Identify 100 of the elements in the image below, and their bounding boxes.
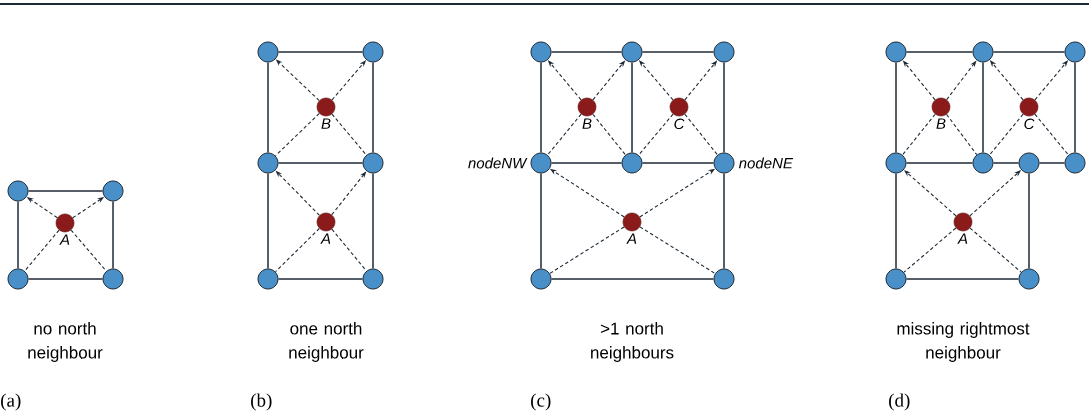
grid-node-circle bbox=[7, 268, 29, 290]
grid-line bbox=[723, 61, 725, 154]
grid-line bbox=[905, 51, 974, 53]
inner-node-circle bbox=[931, 97, 951, 117]
grid-line bbox=[992, 51, 1066, 53]
inner-node-circle bbox=[953, 212, 973, 232]
grid-line bbox=[27, 190, 104, 192]
grid-line bbox=[550, 51, 623, 53]
panel-tag: (c) bbox=[531, 393, 551, 411]
grid-line bbox=[641, 162, 715, 164]
grid-node-circle bbox=[102, 268, 124, 290]
dashed-line bbox=[1034, 113, 1069, 156]
grid-line bbox=[267, 172, 269, 270]
grid-node-circle bbox=[7, 180, 29, 202]
grid-line bbox=[372, 172, 374, 270]
node-label: B bbox=[321, 118, 331, 129]
grid-line bbox=[277, 278, 364, 280]
dashed-line bbox=[275, 112, 320, 157]
grid-line bbox=[540, 172, 542, 270]
inner-node-circle bbox=[577, 97, 597, 117]
grid-line bbox=[550, 162, 623, 164]
grid-node-circle bbox=[713, 268, 735, 290]
grid-line bbox=[550, 278, 715, 280]
node-label: C bbox=[674, 118, 685, 130]
dashed-line bbox=[549, 226, 625, 274]
caption: one north neighbour bbox=[289, 322, 364, 362]
grid-node-circle bbox=[530, 41, 552, 63]
grid-line bbox=[641, 51, 715, 53]
caption: >1 north neighbours bbox=[591, 322, 674, 362]
grid-node-circle bbox=[257, 268, 279, 290]
grid-line bbox=[277, 162, 364, 164]
grid-node-circle bbox=[102, 180, 124, 202]
caption: no north neighbour bbox=[28, 322, 103, 362]
dashed-line bbox=[946, 113, 978, 156]
node-label: A bbox=[59, 234, 70, 245]
dashed-line bbox=[331, 228, 367, 272]
grid-line bbox=[1074, 61, 1076, 154]
dashed-line bbox=[969, 227, 1022, 273]
dashed-line bbox=[592, 113, 626, 156]
panel-tag: (a) bbox=[1, 393, 21, 411]
grid-node-circle bbox=[1064, 152, 1086, 174]
node-label: C bbox=[1024, 118, 1035, 130]
dashed-line bbox=[70, 229, 107, 272]
node-label: nodeNW bbox=[468, 157, 528, 169]
grid-line bbox=[723, 172, 725, 270]
dashed-line bbox=[989, 113, 1024, 156]
grid-line bbox=[1038, 162, 1066, 164]
grid-node-circle bbox=[621, 41, 643, 63]
grid-node-circle bbox=[621, 152, 643, 174]
grid-node-circle bbox=[972, 152, 994, 174]
inner-node-circle bbox=[316, 97, 336, 117]
dashed-line bbox=[639, 226, 716, 274]
grid-line bbox=[17, 200, 19, 270]
node-label: B bbox=[936, 118, 946, 129]
inner-node-circle bbox=[669, 97, 689, 117]
grid-node-circle bbox=[1018, 268, 1040, 290]
inner-node-circle bbox=[55, 213, 75, 233]
node-label: nodeNE bbox=[738, 157, 794, 169]
dashed-line bbox=[547, 113, 582, 156]
grid-line bbox=[992, 162, 1020, 164]
inner-node-circle bbox=[316, 212, 336, 232]
dashed-line bbox=[638, 113, 674, 156]
node-label: A bbox=[320, 233, 331, 244]
grid-line bbox=[27, 278, 104, 280]
caption: missing rightmost neighbour bbox=[897, 322, 1030, 362]
grid-line bbox=[372, 61, 374, 154]
dashed-line bbox=[24, 229, 60, 272]
grid-line bbox=[982, 61, 984, 154]
dashed-line bbox=[274, 227, 320, 273]
node-label: B bbox=[582, 118, 592, 129]
grid-node-circle bbox=[713, 41, 735, 63]
dashed-line bbox=[903, 227, 957, 273]
dashed-line bbox=[902, 113, 936, 156]
grid-line bbox=[895, 172, 897, 270]
grid-node-circle bbox=[257, 152, 279, 174]
grid-line bbox=[905, 162, 974, 164]
panel-tag: (d) bbox=[889, 393, 910, 411]
grid-line bbox=[631, 61, 633, 154]
grid-line bbox=[112, 200, 114, 270]
node-label: A bbox=[626, 233, 637, 244]
grid-node-circle bbox=[530, 152, 552, 174]
node-label: A bbox=[957, 233, 968, 244]
grid-node-circle bbox=[885, 152, 907, 174]
grid-node-circle bbox=[362, 268, 384, 290]
grid-node-circle bbox=[362, 41, 384, 63]
grid-node-circle bbox=[885, 41, 907, 63]
grid-line bbox=[277, 51, 364, 53]
grid-node-circle bbox=[885, 268, 907, 290]
grid-node-circle bbox=[257, 41, 279, 63]
grid-line bbox=[267, 61, 269, 154]
grid-line bbox=[905, 278, 1020, 280]
inner-node-circle bbox=[622, 212, 642, 232]
dashed-line bbox=[331, 113, 367, 156]
dashed-line bbox=[684, 113, 718, 156]
grid-node-circle bbox=[713, 152, 735, 174]
grid-line bbox=[1028, 172, 1030, 270]
panel-tag: (b) bbox=[251, 393, 272, 411]
grid-node-circle bbox=[1018, 152, 1040, 174]
grid-line bbox=[895, 61, 897, 154]
grid-node-circle bbox=[972, 41, 994, 63]
